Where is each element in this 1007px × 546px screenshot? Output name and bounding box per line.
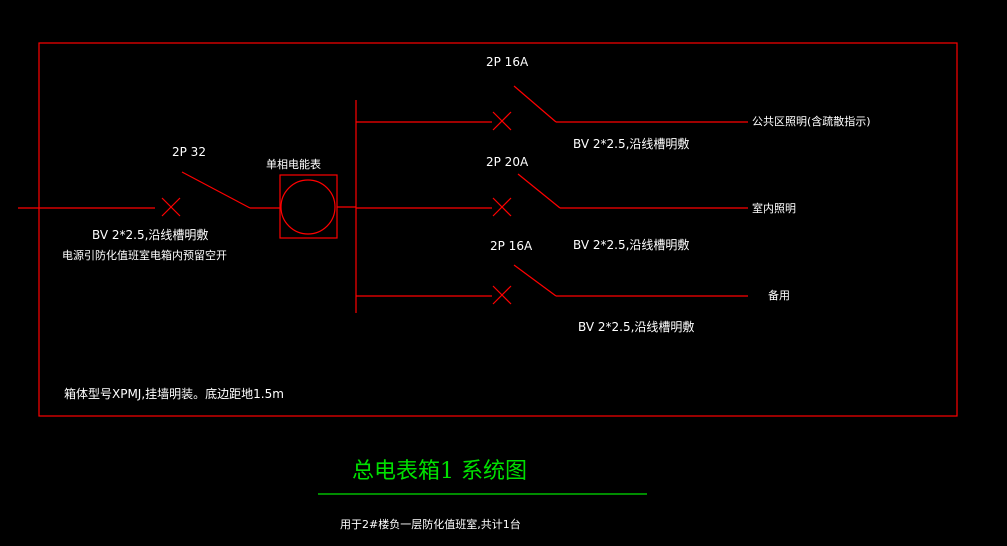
- branch-2-breaker-contact: [517, 173, 561, 209]
- diagram-subtitle: 用于2#楼负一层防化值班室,共计1台: [340, 517, 521, 531]
- incoming-cable-label: BV 2*2.5,沿线槽明敷: [92, 227, 208, 242]
- branch-3-breaker-label: 2P 16A: [490, 239, 533, 253]
- branch-1-load-label: 公共区照明(含疏散指示): [752, 114, 871, 128]
- meter-box: [279, 174, 338, 239]
- diagram-title: 总电表箱1 系统图: [352, 459, 527, 484]
- branch-1-cable-label: BV 2*2.5,沿线槽明敷: [573, 136, 689, 151]
- branch-3-breaker-contact: [513, 264, 557, 297]
- branch-1-breaker-contact: [513, 85, 557, 123]
- branch-3-breaker-cross: [492, 285, 512, 305]
- meter-circle-icon: [280, 179, 336, 235]
- branch-2-breaker-cross: [492, 197, 512, 217]
- meter-label: 单相电能表: [266, 157, 321, 171]
- branch-2-cable-label: BV 2*2.5,沿线槽明敷: [573, 237, 689, 252]
- branch-1-breaker-cross: [492, 111, 512, 131]
- branch-3-load-label: 备用: [768, 288, 790, 302]
- incoming-breaker-label: 2P 32: [172, 145, 206, 159]
- branch-3-cable-label: BV 2*2.5,沿线槽明敷: [578, 319, 694, 334]
- incoming-breaker-contact: [181, 171, 251, 209]
- enclosure-box: [38, 42, 958, 417]
- incoming-note: 电源引防化值班室电箱内预留空开: [62, 248, 227, 262]
- box-note: 箱体型号XPMJ,挂墙明装。底边距地1.5m: [64, 386, 284, 401]
- branch-2-load-label: 室内照明: [752, 201, 796, 215]
- branch-1-breaker-label: 2P 16A: [486, 55, 529, 69]
- branch-2-breaker-label: 2P 20A: [486, 155, 529, 169]
- incoming-breaker-cross: [161, 197, 181, 217]
